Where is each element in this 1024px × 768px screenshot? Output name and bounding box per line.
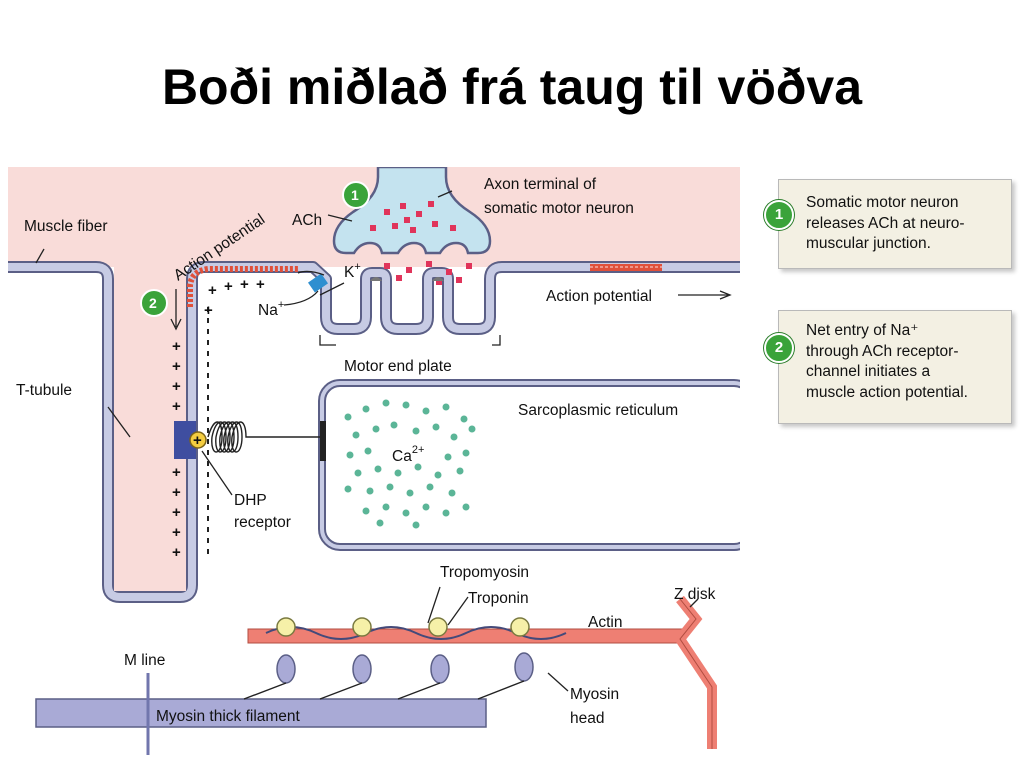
dhp-receptor-charge <box>189 431 207 449</box>
label-motor-end-plate: Motor end plate <box>344 358 452 375</box>
label-t-tubule: T-tubule <box>16 382 72 399</box>
calcium-ions <box>344 399 476 529</box>
label-troponin: Troponin <box>468 590 529 607</box>
label-k-ion: K+ <box>344 261 361 281</box>
svg-text:+: + <box>208 282 217 299</box>
axon-terminal <box>332 167 492 255</box>
svg-text:2: 2 <box>149 295 157 311</box>
label-na-ion: Na+ <box>258 299 284 319</box>
label-myosin-head-2: head <box>570 710 604 727</box>
svg-text:+: + <box>172 358 181 375</box>
label-calcium: Ca2+ <box>392 444 424 465</box>
label-dhp-2: receptor <box>234 514 291 531</box>
svg-text:+: + <box>193 432 202 449</box>
label-muscle-fiber: Muscle fiber <box>24 218 108 235</box>
label-z-disk: Z disk <box>674 586 716 603</box>
label-actin: Actin <box>588 614 622 631</box>
label-dhp-1: DHP <box>234 492 267 509</box>
svg-text:+: + <box>172 504 181 521</box>
svg-text:1: 1 <box>351 187 359 203</box>
svg-text:+: + <box>204 302 213 319</box>
step-1-box <box>778 179 1012 269</box>
label-m-line: M line <box>124 652 165 669</box>
svg-text:+: + <box>224 278 233 295</box>
label-action-potential-right: Action potential <box>546 288 652 305</box>
figure-step-1-badge: 1 <box>342 181 370 209</box>
label-myosin-head-1: Myosin <box>570 686 619 703</box>
dhp-receptor <box>174 421 196 459</box>
ach-molecules <box>370 201 472 285</box>
svg-text:+: + <box>172 378 181 395</box>
membrane-charges: + + + + + + + + + + + + + + <box>172 276 265 561</box>
step-2-text: Net entry of Na⁺ through ACh receptor- c… <box>806 322 968 401</box>
ach-receptors-folds <box>370 277 444 281</box>
label-axon-terminal-1: Axon terminal of <box>484 176 597 193</box>
label-ach: ACh <box>292 212 322 229</box>
svg-text:+: + <box>172 544 181 561</box>
svg-text:+: + <box>172 338 181 355</box>
svg-text:+: + <box>172 484 181 501</box>
slide-title: Boði miðlað frá taug til vöðva <box>161 59 863 115</box>
svg-text:+: + <box>240 276 249 293</box>
label-myosin-thick-filament: Myosin thick filament <box>156 708 301 725</box>
label-tropomyosin: Tropomyosin <box>440 564 529 581</box>
excitation-contraction-diagram: + <box>8 167 740 755</box>
step-2-badge: 2 <box>764 333 794 363</box>
troponin-complexes <box>276 617 530 637</box>
label-sarcoplasmic-reticulum: Sarcoplasmic reticulum <box>518 402 678 419</box>
svg-text:+: + <box>172 398 181 415</box>
ach-receptor-channel <box>308 273 328 293</box>
step-2-box <box>778 310 1012 424</box>
svg-text:+: + <box>172 464 181 481</box>
svg-text:+: + <box>256 276 265 293</box>
step-1-text: Somatic motor neuron releases ACh at neu… <box>806 194 965 252</box>
svg-text:+: + <box>172 524 181 541</box>
label-axon-terminal-2: somatic motor neuron <box>484 200 634 217</box>
action-potential-wave-left <box>187 266 298 307</box>
myosin-heads <box>276 652 534 684</box>
ryanodine-coil <box>207 421 324 453</box>
figure-step-2-badge: 2 <box>140 289 168 317</box>
myosin-thick-filament <box>35 698 487 728</box>
step-1-badge: 1 <box>764 200 794 230</box>
